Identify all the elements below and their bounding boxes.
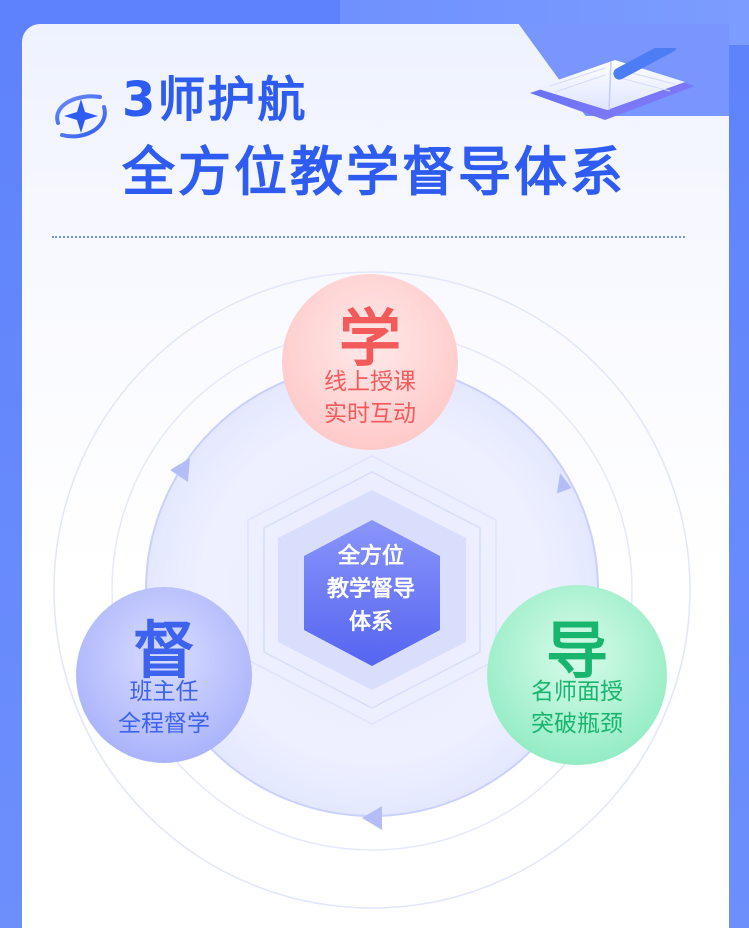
notebook-pen-illustration-icon <box>525 29 700 132</box>
center-label: 全方位 教学督导 体系 <box>300 540 442 639</box>
node-learn-char: 学 <box>338 302 401 375</box>
title-line-2: 全方位教学督导体系 <box>122 142 626 203</box>
node-guide-line2: 突破瓶颈 <box>531 711 623 737</box>
center-label-line1: 全方位 <box>337 544 404 569</box>
cycle-diagram <box>53 271 691 909</box>
dotted-divider <box>52 236 685 238</box>
node-guide-line1: 名师面授 <box>531 679 623 705</box>
node-supervise-line2: 全程督学 <box>118 711 210 737</box>
node-learn-line2: 实时互动 <box>324 401 416 427</box>
node-guide-char: 导 <box>545 614 608 687</box>
center-label-line3: 体系 <box>348 610 393 635</box>
node-supervise-char: 督 <box>132 614 195 687</box>
node-supervise-line1: 班主任 <box>129 679 199 705</box>
title-line-1: 3师护航 <box>122 72 308 128</box>
node-learn-line1: 线上授课 <box>324 369 416 395</box>
center-label-line2: 教学督导 <box>326 577 415 602</box>
star-orbit-logo-icon <box>50 85 112 151</box>
